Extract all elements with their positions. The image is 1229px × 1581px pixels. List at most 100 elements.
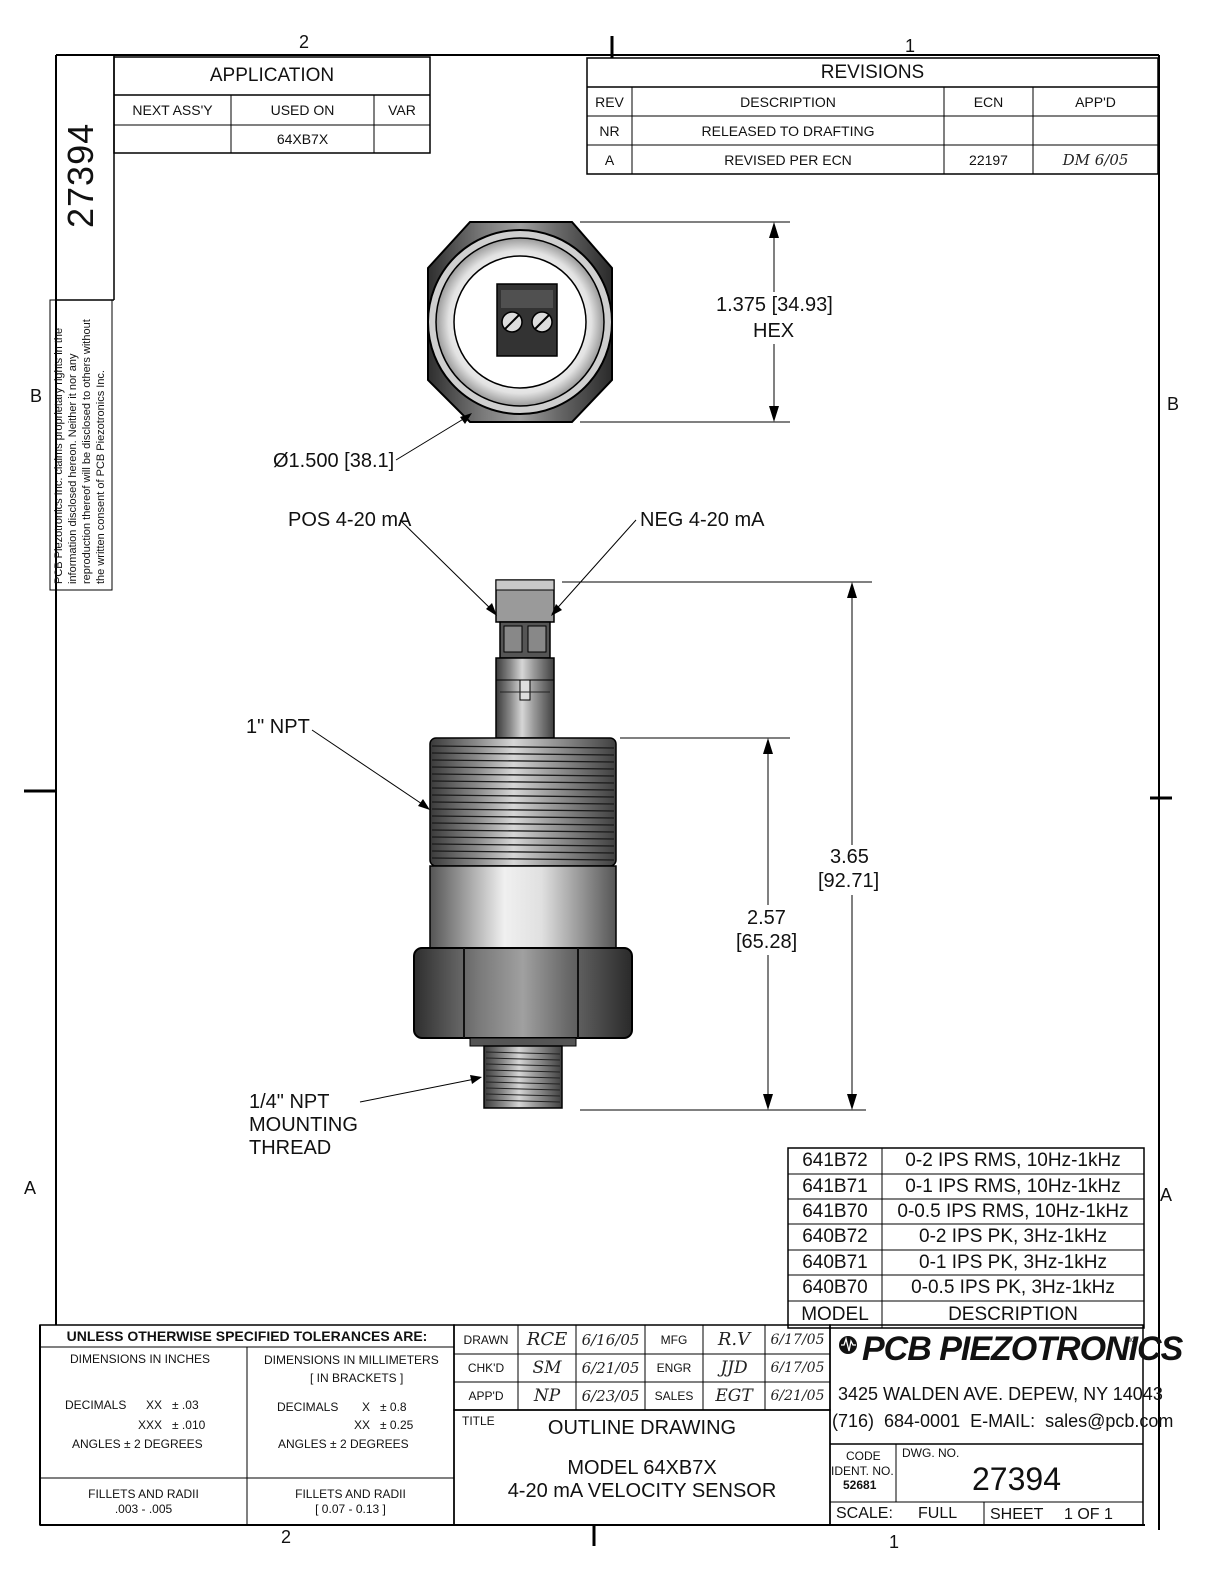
- stud-thread-line: [485, 1075, 561, 1079]
- thread-line: [431, 808, 615, 812]
- model-number: 641B71: [802, 1175, 868, 1197]
- appd-label: APP'D: [468, 1389, 504, 1403]
- mm-fillets: FILLETS AND RADII: [295, 1487, 406, 1501]
- rev-row-a-rev: A: [604, 151, 615, 168]
- mm-fillets-value: [ 0.07 - 0.13 ]: [315, 1502, 386, 1516]
- title-line-1: OUTLINE DRAWING: [547, 1416, 737, 1439]
- overall-length: 3.65: [830, 846, 869, 868]
- mount-label-2: MOUNTING: [249, 1114, 358, 1136]
- zone-left-b: B: [30, 386, 43, 406]
- thread-line: [431, 745, 615, 749]
- mount-label-3: THREAD: [249, 1137, 332, 1159]
- scale-value: FULL: [918, 1505, 958, 1522]
- neg-terminal-label: NEG 4-20 mA: [640, 509, 765, 531]
- title-label: TITLE: [462, 1414, 495, 1428]
- mm-title: DIMENSIONS IN MILLIMETERS: [264, 1353, 439, 1367]
- thread-line: [431, 787, 615, 791]
- mfg-label: MFG: [660, 1332, 688, 1347]
- proprietary-notice: PCB Piezotronics Inc. claims proprietary…: [53, 319, 107, 584]
- rev-header-desc: DESCRIPTION: [740, 93, 836, 110]
- sheet-value: 1 OF 1: [1064, 1506, 1113, 1523]
- rev-row-a-ecn: 22197: [969, 151, 1008, 168]
- inch-decimals-label: DECIMALS: [65, 1398, 127, 1412]
- chkd-date: 6/21/05: [581, 1359, 640, 1377]
- thread-line: [431, 857, 615, 861]
- company-logo: PCB PIEZOTRONICS: [862, 1330, 1183, 1368]
- body-length: 2.57: [747, 907, 786, 929]
- thread-line: [431, 829, 615, 833]
- zone-bottom-right: 1: [889, 1532, 900, 1552]
- code-value: 52681: [843, 1478, 877, 1492]
- rev-header-ecn: ECN: [973, 93, 1004, 110]
- drawn-label: DRAWN: [463, 1332, 509, 1347]
- inch-angles: ANGLES ± 2 DEGREES: [72, 1437, 203, 1451]
- rev-row-a-approval: DM 6/05: [1062, 150, 1129, 169]
- model-description: 0-2 IPS PK, 3Hz-1kHz: [919, 1226, 1107, 1247]
- stud-thread-line: [485, 1069, 561, 1073]
- zone-right-b: B: [1167, 394, 1180, 414]
- stud-thread-line: [485, 1051, 561, 1055]
- model-description: 0-0.5 IPS PK, 3Hz-1kHz: [911, 1277, 1115, 1298]
- rev-row-nr-rev: NR: [599, 122, 620, 139]
- model-description: 0-1 IPS RMS, 10Hz-1kHz: [905, 1175, 1121, 1197]
- inch-fillets: FILLETS AND RADII: [88, 1487, 199, 1501]
- model-number: 640B72: [802, 1226, 868, 1247]
- dwg-label: DWG. NO.: [902, 1446, 960, 1460]
- company-address: 3425 WALDEN AVE. DEPEW, NY 14043: [838, 1384, 1163, 1404]
- title-line-3: 4-20 mA VELOCITY SENSOR: [507, 1479, 777, 1502]
- company-contact: (716) 684-0001 E-MAIL: sales@pcb.com: [832, 1411, 1174, 1431]
- hex-lower: [413, 947, 633, 1039]
- thread-line: [431, 752, 615, 756]
- thread-line: [431, 815, 615, 819]
- chkd-label: CHK'D: [467, 1361, 505, 1375]
- inch-fillets-value: .003 - .005: [114, 1502, 173, 1516]
- zone-right-a: A: [1160, 1185, 1173, 1205]
- tolerance-title: UNLESS OTHERWISE SPECIFIED TOLERANCES AR…: [66, 1328, 428, 1344]
- body-band: [429, 865, 617, 949]
- inch-xx: XX ± .03: [146, 1398, 199, 1412]
- body-length-mm: [65.28]: [736, 931, 798, 953]
- engr-signature: JJD: [720, 1358, 748, 1378]
- hex-dimension: 1.375 [34.93]: [716, 294, 833, 316]
- diameter-dimension: Ø1.500 [38.1]: [273, 450, 395, 472]
- mm-decimals-label: DECIMALS: [277, 1400, 339, 1414]
- sheet-label: SHEET: [990, 1506, 1044, 1523]
- stud-thread-line: [485, 1081, 561, 1085]
- revisions-title: REVISIONS: [820, 61, 925, 83]
- stud-thread-line: [485, 1087, 561, 1091]
- mm-subtitle: [ IN BRACKETS ]: [310, 1371, 404, 1385]
- rev-header-appd: APP'D: [1075, 93, 1116, 110]
- mm-x: X ± 0.8: [362, 1400, 407, 1414]
- application-title: APPLICATION: [209, 65, 335, 86]
- sales-label: SALES: [654, 1389, 694, 1403]
- rev-header-rev: REV: [595, 93, 624, 110]
- hex-label: HEX: [753, 320, 795, 342]
- drawing-number: 27394: [972, 1461, 1061, 1497]
- scale-label: SCALE:: [836, 1505, 893, 1522]
- description-header: DESCRIPTION: [948, 1303, 1078, 1325]
- title-line-2: MODEL 64XB7X: [567, 1456, 717, 1479]
- model-description: 0-1 IPS PK, 3Hz-1kHz: [919, 1251, 1107, 1273]
- model-number: 641B72: [802, 1150, 868, 1171]
- engr-label: ENGR: [656, 1361, 692, 1375]
- appd-date: 6/23/05: [581, 1387, 640, 1405]
- mount-label-1: 1/4" NPT: [249, 1091, 330, 1113]
- zone-left-a: A: [24, 1178, 37, 1198]
- thread-line: [431, 773, 615, 777]
- thread-line: [431, 843, 615, 847]
- ident-label: IDENT. NO.: [831, 1464, 894, 1478]
- zone-bottom-left: 2: [281, 1527, 292, 1547]
- application-header-next: NEXT ASS'Y: [132, 102, 213, 118]
- mm-xx: XX ± 0.25: [354, 1418, 414, 1432]
- npt-threads: [429, 737, 617, 867]
- thread-line: [431, 794, 615, 798]
- overall-length-mm: [92.71]: [818, 870, 880, 892]
- thread-line: [431, 766, 615, 770]
- inch-xxx: XXX ± .010: [138, 1418, 206, 1432]
- model-number: 640B71: [802, 1251, 868, 1273]
- sales-signature: EGT: [715, 1386, 753, 1406]
- zone-top-left: 2: [299, 32, 310, 52]
- company-inc: INC.: [1125, 1338, 1137, 1344]
- stud-thread-line: [485, 1057, 561, 1061]
